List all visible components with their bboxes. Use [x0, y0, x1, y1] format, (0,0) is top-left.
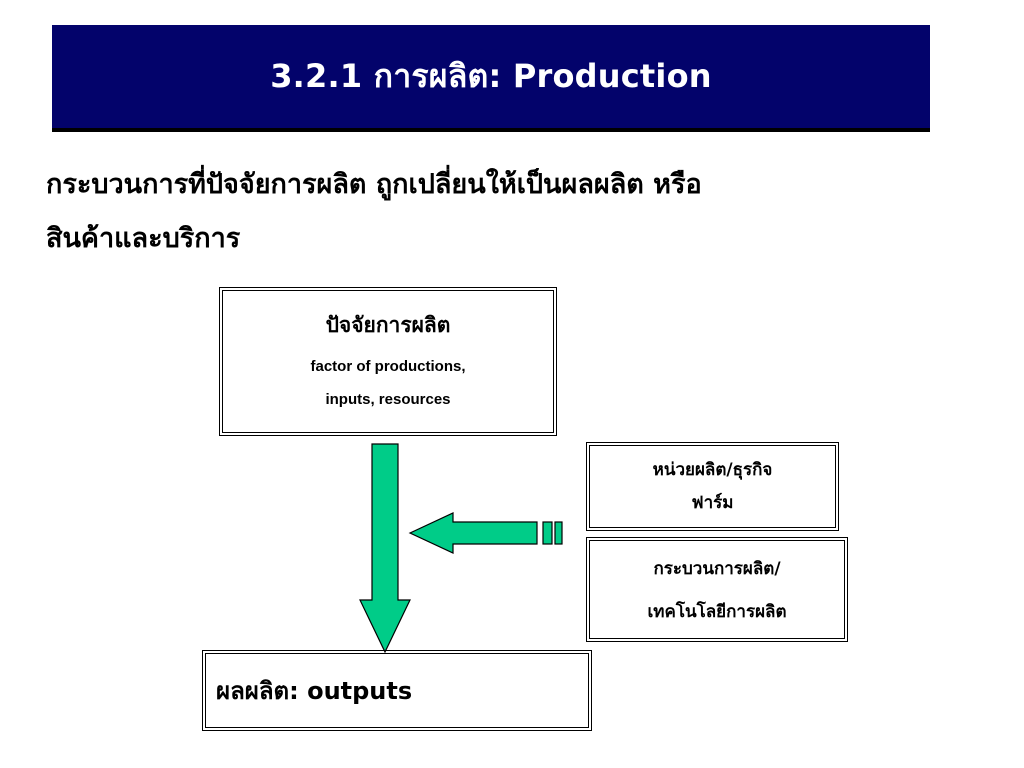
intro-line-1: กระบวนการที่ปัจจัยการผลิต ถูกเปลี่ยนให้เ…: [46, 169, 702, 200]
process-line-1: กระบวนการผลิต/: [653, 559, 781, 579]
factors-of-production-box: ปัจจัยการผลิต factor of productions, inp…: [219, 287, 557, 436]
arrow-tail-bar-1: [542, 521, 553, 545]
factors-heading: ปัจจัยการผลิต: [325, 313, 451, 337]
intro-line-2: สินค้าและบริการ: [46, 223, 241, 254]
arrow-tail-bar-2: [554, 521, 563, 545]
firm-box: หน่วยผลิต/ธุรกิจ ฟาร์ม: [586, 442, 839, 531]
outputs-box: ผลผลิต: outputs: [202, 650, 592, 731]
factors-line-2: inputs, resources: [325, 391, 451, 408]
factors-line-1: factor of productions,: [310, 358, 466, 375]
down-arrow: [359, 443, 411, 654]
left-arrow: [408, 512, 538, 554]
production-process-box: กระบวนการผลิต/ เทคโนโลยีการผลิต: [586, 537, 848, 642]
slide-title: 3.2.1 การผลิต: Production: [270, 57, 712, 95]
title-bar: 3.2.1 การผลิต: Production: [52, 25, 930, 128]
outputs-label: ผลผลิต: outputs: [216, 677, 413, 705]
firm-line-1: หน่วยผลิต/ธุรกิจ: [652, 460, 773, 480]
firm-line-2: ฟาร์ม: [691, 493, 734, 513]
process-line-2: เทคโนโลยีการผลิต: [647, 602, 787, 622]
intro-text: กระบวนการที่ปัจจัยการผลิต ถูกเปลี่ยนให้เ…: [46, 158, 946, 266]
